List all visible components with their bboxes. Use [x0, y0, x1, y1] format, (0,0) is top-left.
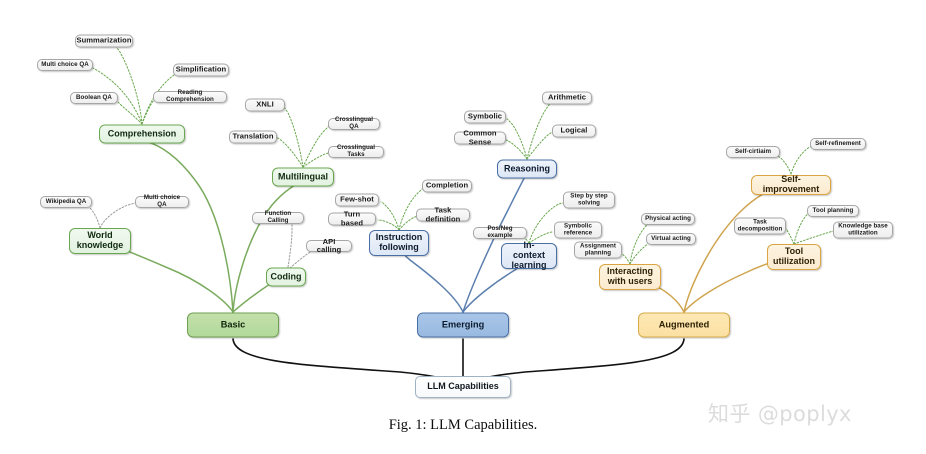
leaf-node-completion[interactable]: Completion — [422, 179, 472, 193]
leaf-node-assignment-planning[interactable]: Assignment planning — [574, 241, 622, 259]
leaf-node-symbolic[interactable]: Symbolic — [464, 110, 506, 124]
leaf-node-knowledge-base-utilization[interactable]: Knowledge base utilization — [833, 221, 893, 239]
category-node-multilingual[interactable]: Multilingual — [272, 167, 334, 187]
branch-node-emerging[interactable]: Emerging — [417, 312, 509, 338]
leaf-node-pos-neg-example[interactable]: Pos/Neg example — [473, 225, 527, 239]
leaf-node-symbolic-reference[interactable]: Symbolic reference — [554, 221, 602, 239]
category-node-world-knowledge[interactable]: World knowledge — [69, 228, 131, 254]
leaf-node-step-by-step-solving[interactable]: Step by step solving — [563, 191, 615, 209]
augmented-branch-edges — [631, 184, 789, 313]
reasoning-leaf-edges — [505, 100, 555, 160]
leaf-node-virtual-acting[interactable]: Virtual acting — [646, 233, 696, 245]
multilingual-leaf-edges — [276, 105, 332, 168]
leaf-node-physical-acting[interactable]: Physical acting — [641, 213, 695, 225]
category-node-self-improvement[interactable]: Self-improvement — [751, 174, 831, 195]
category-node-instruction-following[interactable]: Instruction following — [369, 230, 429, 256]
leaf-node-turn-based[interactable]: Turn based — [328, 210, 376, 227]
leaf-node-crosslingual-qa[interactable]: Crosslingual QA — [328, 116, 380, 130]
leaf-node-translation[interactable]: Translation — [229, 130, 277, 144]
leaf-node-self-criticism[interactable]: Self-cirtiaim — [726, 146, 780, 158]
branch-node-basic[interactable]: Basic — [187, 312, 279, 338]
category-node-interacting-with-users[interactable]: Interacting with users — [599, 264, 661, 290]
leaf-node-function-calling[interactable]: Function Calling — [252, 210, 304, 224]
leaf-node-few-shot[interactable]: Few-shot — [335, 193, 379, 207]
category-node-tool-utilization[interactable]: Tool utilization — [767, 244, 821, 270]
leaf-node-task-definition[interactable]: Task definition — [416, 206, 470, 223]
root-node-llm-capabilities[interactable]: LLM Capabilities — [415, 376, 511, 398]
figure-caption: Fig. 1: LLM Capabilities. — [388, 417, 538, 433]
comprehension-leaf-edges — [87, 41, 189, 125]
leaf-node-self-refinement[interactable]: Self-refinement — [810, 138, 866, 150]
world-knowledge-leaf-edges — [85, 201, 140, 229]
leaf-node-arithmetic[interactable]: Arithmetic — [542, 91, 592, 105]
leaf-node-tool-planning[interactable]: Tool planning — [807, 205, 859, 217]
leaf-node-summarization[interactable]: Summarization — [75, 34, 133, 48]
category-node-comprehension[interactable]: Comprehension — [99, 124, 185, 144]
leaf-node-task-decomposition[interactable]: Task decomposition — [734, 217, 786, 235]
leaf-node-crosslingual-tasks[interactable]: Crosslingual Tasks — [328, 144, 384, 158]
leaf-node-reading-comprehension[interactable]: Reading Comprehension — [153, 89, 227, 103]
leaf-node-multi-choice-qa-comprehension[interactable]: Multi choice QA — [37, 59, 93, 71]
watermark: 知乎 @poplyx — [708, 402, 852, 426]
category-node-in-context-learning[interactable]: In-context learning — [501, 241, 557, 270]
leaf-node-common-sense[interactable]: Common Sense — [454, 129, 506, 146]
leaf-node-multi-choice-qa-world-knowledge[interactable]: Multi choice QA — [135, 194, 189, 208]
leaf-node-logical[interactable]: Logical — [552, 124, 596, 138]
category-node-coding[interactable]: Coding — [266, 267, 306, 287]
leaf-node-wikipedia-qa[interactable]: Wikipedia QA — [40, 196, 92, 208]
branch-node-augmented[interactable]: Augmented — [638, 312, 730, 338]
leaf-node-api-calling[interactable]: API calling — [306, 237, 352, 254]
leaf-node-simplification[interactable]: Simplification — [173, 63, 229, 77]
category-node-reasoning[interactable]: Reasoning — [497, 159, 557, 179]
leaf-node-xnli[interactable]: XNLI — [245, 98, 285, 112]
leaf-node-boolean-qa[interactable]: Boolean QA — [70, 92, 118, 104]
